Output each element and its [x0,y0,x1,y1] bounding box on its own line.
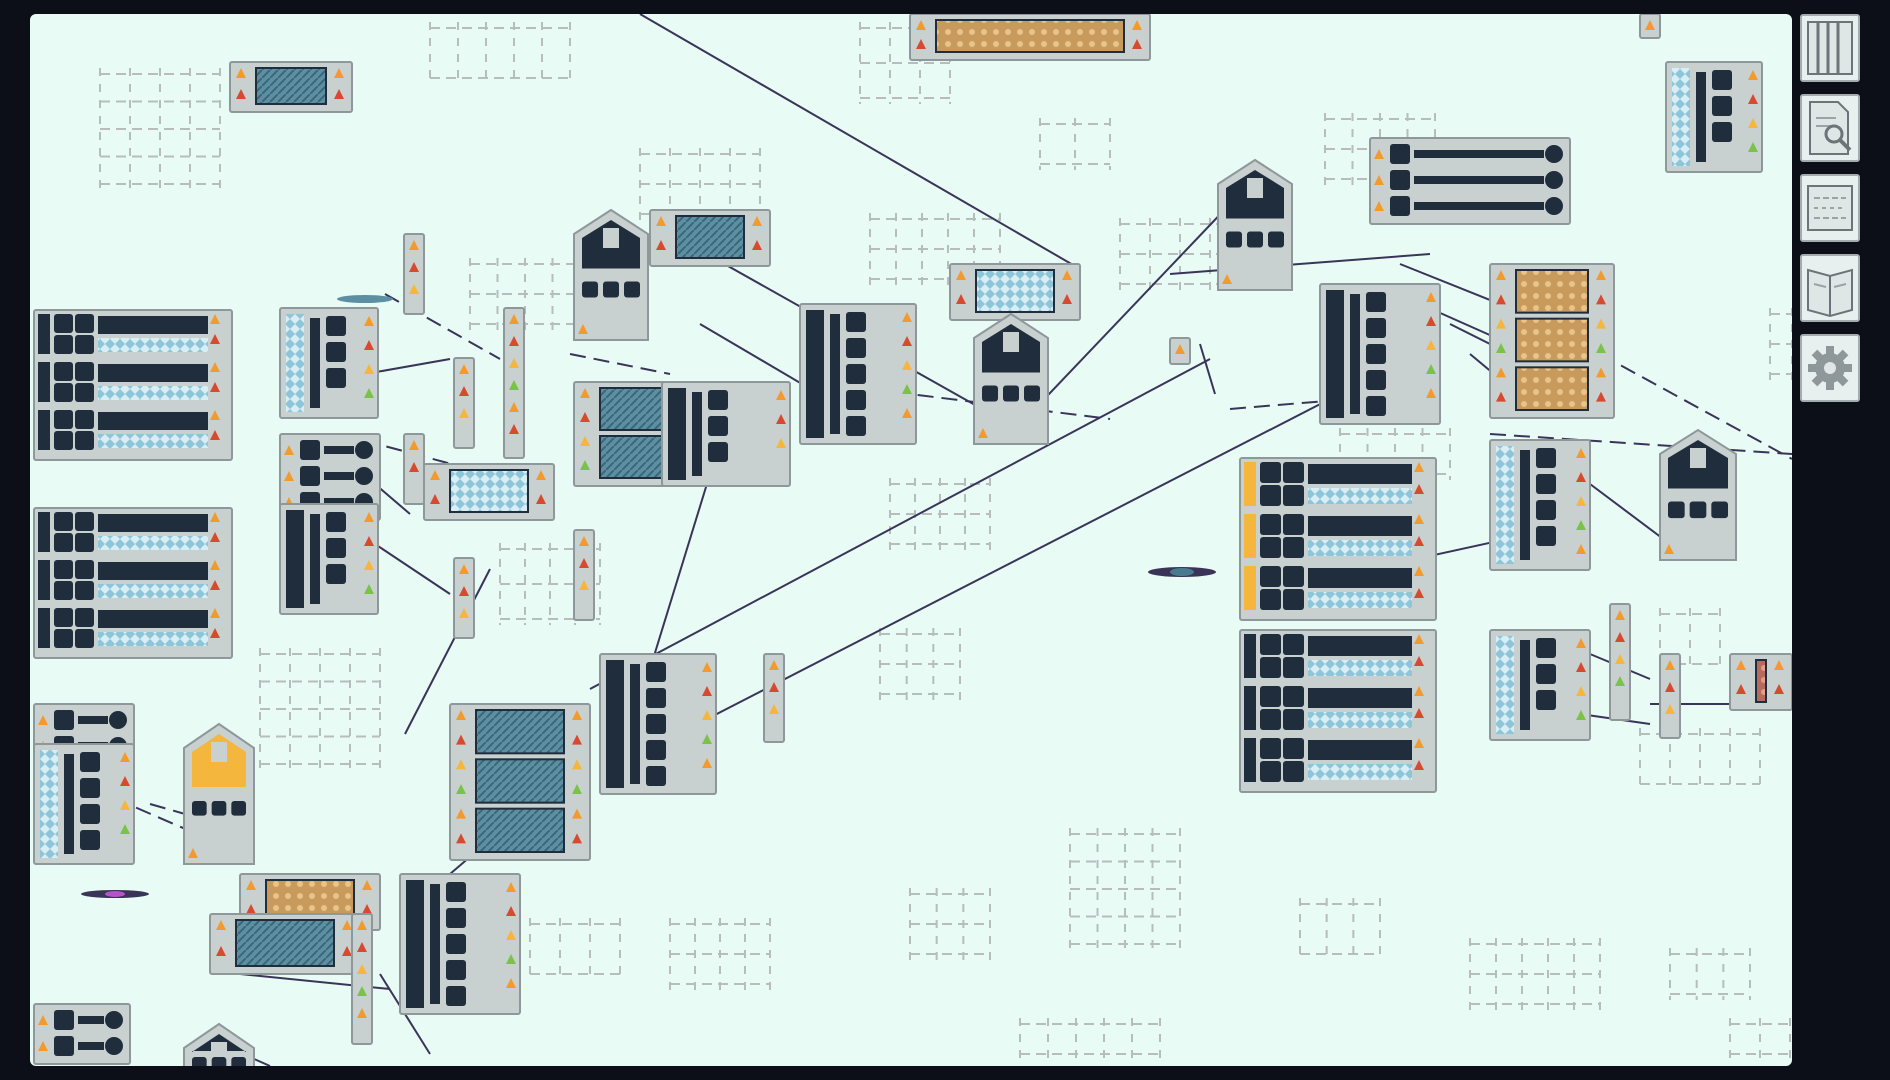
top-left-tank[interactable] [229,61,353,113]
red-column[interactable] [1319,283,1441,425]
link-k[interactable] [351,913,373,1045]
wire-11 [1489,433,1792,455]
ghost-grid-18 [1469,938,1601,1010]
column-low-1[interactable] [599,653,717,795]
ghost-grid-23 [1019,1018,1161,1060]
ghost-grid-13 [1069,828,1181,950]
bridge-tank[interactable] [949,263,1081,321]
link-e[interactable] [453,557,475,639]
schematic-panel-icon [1807,185,1853,231]
left-column-2[interactable] [279,503,379,615]
ghost-grid-3 [1039,118,1111,170]
book-button[interactable] [1800,254,1860,322]
stacked-pages-icon [1807,21,1853,75]
big-tank-low[interactable] [449,703,591,861]
right-belt-array-2[interactable] [1239,629,1437,793]
ghost-grid-5 [869,213,1001,285]
drone-left[interactable] [81,890,149,898]
wire-10 [1599,353,1792,460]
left-belt-array-1[interactable] [33,309,233,461]
search-document-button[interactable] [1800,94,1860,162]
ghost-grid-22 [1729,1018,1791,1060]
link-h[interactable] [1609,603,1631,721]
left-belt-array-2[interactable] [33,507,233,659]
ghost-grid-2 [859,22,951,104]
wire-8 [1169,253,1431,275]
reactor-tank-1[interactable] [649,209,771,267]
right-toolbar [1796,0,1890,1080]
wire-7 [404,568,491,735]
wire-33 [1589,483,1671,545]
machines-layer[interactable] [33,14,1792,1066]
gear-icon [1808,346,1852,390]
ghost-grid-1 [429,22,571,84]
reactor-pod-6[interactable] [183,1022,255,1066]
right-column-2[interactable] [1489,629,1591,741]
belt-plate-mid[interactable] [423,463,555,521]
reactor-pod-3[interactable] [1217,158,1293,291]
column-mid-1[interactable] [661,381,791,487]
factory-world[interactable] [30,14,1792,1066]
ghost-grid-14 [909,888,991,960]
link-b[interactable] [453,357,475,449]
link-i[interactable] [1659,653,1681,739]
red-column-low[interactable] [399,873,521,1015]
ghost-grid-21 [1639,728,1761,790]
reactor-pod-4[interactable] [1659,428,1737,561]
top-center-ore-tank[interactable] [909,14,1151,61]
reactor-pod-5[interactable] [183,722,255,865]
link-f[interactable] [573,529,595,621]
ghost-grid-25 [1769,308,1792,380]
settings-button[interactable] [1800,334,1860,402]
column-low-left[interactable] [33,743,135,865]
wire-14 [569,353,671,375]
right-column-1[interactable] [1489,439,1591,571]
reactor-pod-2[interactable] [973,312,1049,445]
wire-35 [1199,343,1216,395]
ghost-grid-19 [1669,948,1751,1000]
right-belt-array-1[interactable] [1239,457,1437,621]
hopper-bottom[interactable] [33,1003,131,1065]
link-c[interactable] [503,307,525,459]
top-right-column[interactable] [1665,61,1763,173]
ghost-grid-11 [889,478,991,550]
hopper-right[interactable] [1369,137,1571,225]
wire-0 [639,14,1081,270]
wire-4 [599,398,1331,775]
link-d[interactable] [403,433,425,505]
ghost-grid-17 [529,918,621,980]
link-j[interactable] [763,653,785,743]
drone-center[interactable] [1148,567,1216,577]
ore-tank-right[interactable] [1489,263,1615,419]
schematic-button[interactable] [1800,174,1860,242]
left-column-1[interactable] [279,307,379,419]
wire-2 [1029,203,1231,415]
purple-tank-edge[interactable] [1729,653,1792,711]
wire-17 [384,293,501,360]
ghost-grid-12 [879,628,961,700]
link-g[interactable] [1169,337,1191,365]
blueprint-library-button[interactable] [1800,14,1860,82]
top-right-link[interactable] [1639,14,1661,39]
column-mid-2[interactable] [799,303,917,445]
ghost-grid-16 [669,918,771,990]
wire-3 [589,358,1211,690]
tank-bottom-left[interactable] [209,913,361,975]
ghost-grids [99,22,1792,1060]
drone-top[interactable] [337,295,393,303]
open-book-icon [1807,268,1853,318]
link-a[interactable] [403,233,425,315]
wire-16 [364,358,451,375]
reactor-pod-1[interactable] [573,208,649,341]
ghost-grid-15 [1299,898,1381,960]
ghost-grid-10 [259,648,381,770]
ghost-grid-0 [99,68,221,190]
factory-canvas[interactable] [30,14,1792,1066]
magnifier-document-icon [1809,101,1852,155]
